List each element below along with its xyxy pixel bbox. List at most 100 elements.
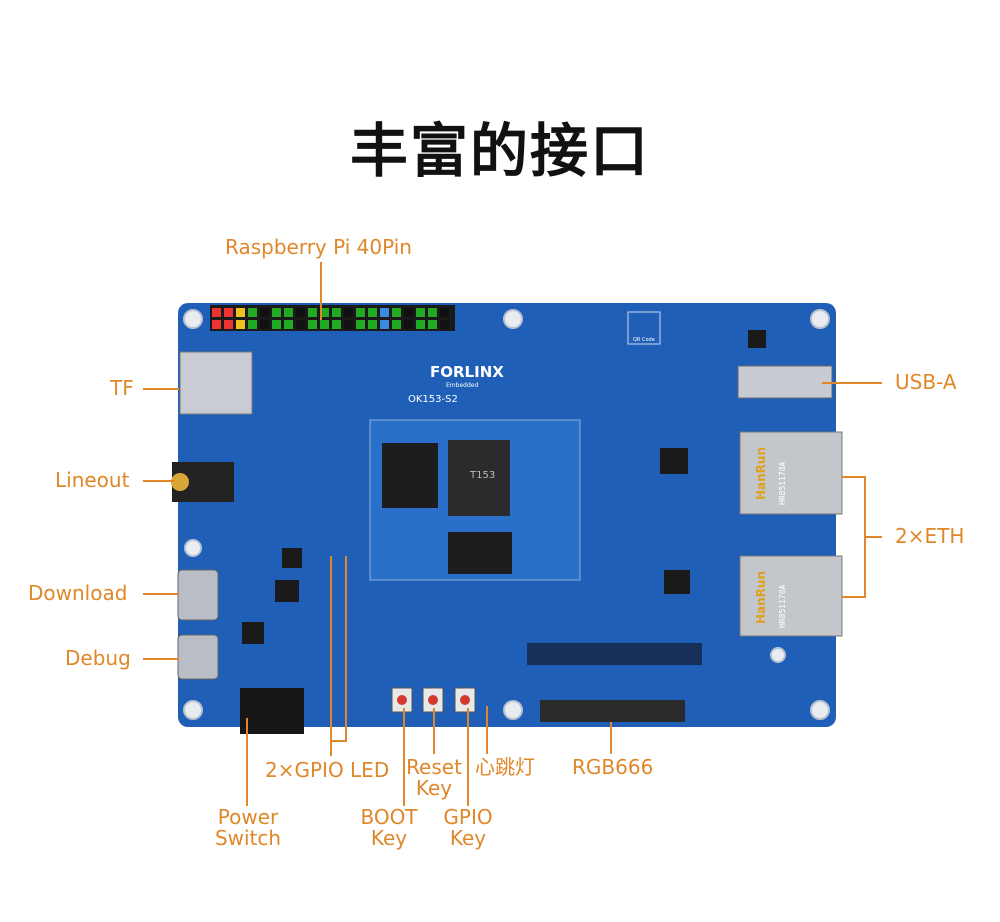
reset-line bbox=[433, 708, 435, 754]
label-tf: TF bbox=[110, 376, 134, 400]
header-pin bbox=[284, 308, 293, 317]
header-pin bbox=[272, 320, 281, 329]
header-pin bbox=[332, 320, 341, 329]
usba-line bbox=[822, 382, 882, 384]
header-pin bbox=[356, 320, 365, 329]
debug-usb-c bbox=[177, 634, 219, 680]
header-pin bbox=[392, 308, 401, 317]
label-line: GPIO bbox=[443, 805, 493, 829]
header-pin bbox=[392, 320, 401, 329]
header-pin bbox=[344, 320, 353, 329]
eth-line-bottom bbox=[842, 596, 866, 598]
label-usb-a: USB-A bbox=[895, 370, 957, 394]
label-download: Download bbox=[28, 581, 128, 605]
header-pin bbox=[404, 320, 413, 329]
header-pin bbox=[368, 320, 377, 329]
eth-line-top bbox=[842, 476, 866, 478]
header-pin bbox=[212, 308, 221, 317]
header-pin bbox=[284, 320, 293, 329]
header-pin bbox=[416, 308, 425, 317]
gpio-led-line-stem bbox=[330, 740, 332, 756]
debug-line bbox=[143, 658, 179, 660]
header-pin bbox=[416, 320, 425, 329]
lcd-header bbox=[527, 643, 702, 665]
header-pin bbox=[320, 308, 329, 317]
jack1-brand: HanRun bbox=[754, 447, 768, 500]
label-heartbeat-led: 心跳灯 bbox=[475, 755, 535, 779]
header-pin bbox=[320, 320, 329, 329]
header-pin bbox=[380, 320, 389, 329]
label-rgb666: RGB666 bbox=[572, 755, 654, 779]
rgb-line bbox=[610, 722, 612, 754]
ram-chip bbox=[382, 443, 438, 508]
eth-jack-2 bbox=[739, 555, 843, 637]
power-line bbox=[246, 718, 248, 806]
header-pin bbox=[236, 320, 245, 329]
eth-line-out bbox=[864, 536, 882, 538]
label-gpio-led: 2×GPIO LED bbox=[265, 758, 390, 782]
label-line: Switch bbox=[214, 826, 282, 850]
header-pin bbox=[248, 320, 257, 329]
gpio-led-line-a bbox=[330, 556, 332, 742]
header-pin bbox=[248, 308, 257, 317]
header-pin bbox=[296, 308, 305, 317]
jack1-model: HR851178A bbox=[778, 461, 787, 505]
gpio-key-line bbox=[467, 708, 469, 806]
lineout-line bbox=[143, 480, 175, 482]
board-brand-sub: Embedded bbox=[446, 382, 478, 389]
header-pin bbox=[212, 320, 221, 329]
jack2-model: HR851178A bbox=[778, 584, 787, 628]
header-pin bbox=[404, 308, 413, 317]
gpio-led-line-join bbox=[330, 740, 347, 742]
label-line: Reset bbox=[406, 755, 462, 779]
small-chips bbox=[242, 330, 766, 644]
header-pin bbox=[308, 320, 317, 329]
header-pin bbox=[356, 308, 365, 317]
board-model: OK153-S2 bbox=[408, 394, 458, 405]
usb-a-port bbox=[737, 365, 833, 399]
header-pin bbox=[224, 308, 233, 317]
label-line: Key bbox=[415, 776, 453, 800]
download-usb-c bbox=[177, 569, 219, 621]
header-pin bbox=[440, 320, 449, 329]
download-line bbox=[143, 593, 179, 595]
tf-line bbox=[143, 388, 179, 390]
header-pin bbox=[428, 320, 437, 329]
label-lineout: Lineout bbox=[55, 468, 130, 492]
header-pin bbox=[308, 308, 317, 317]
header-pin bbox=[224, 320, 233, 329]
label-line: Power bbox=[217, 805, 279, 829]
header-pin bbox=[368, 308, 377, 317]
power-switch bbox=[240, 688, 304, 734]
qr-label: QR Code bbox=[633, 337, 655, 343]
key-caps bbox=[397, 695, 470, 705]
label-line: Key bbox=[449, 826, 487, 850]
label-eth: 2×ETH bbox=[895, 524, 965, 548]
lineout-gold bbox=[171, 473, 189, 491]
header-pin bbox=[344, 308, 353, 317]
header-pin bbox=[296, 320, 305, 329]
board-brand: FORLINX bbox=[430, 363, 504, 381]
label-line: Key bbox=[370, 826, 408, 850]
gpio-led-line-b bbox=[345, 556, 347, 742]
jack2-brand: HanRun bbox=[754, 571, 768, 624]
cpu-chip bbox=[448, 440, 510, 516]
rgb-connector bbox=[540, 700, 685, 722]
tf-slot bbox=[179, 351, 253, 415]
header-pin bbox=[440, 308, 449, 317]
label-line: BOOT bbox=[360, 805, 418, 829]
header-pin bbox=[236, 308, 245, 317]
label-debug: Debug bbox=[65, 646, 131, 670]
header-pin bbox=[428, 308, 437, 317]
boot-line bbox=[403, 708, 405, 806]
mounting-holes bbox=[183, 309, 830, 720]
eth-jack-1 bbox=[739, 431, 843, 515]
rpi-line bbox=[320, 262, 322, 320]
header-pin bbox=[260, 308, 269, 317]
qr-code-area bbox=[627, 311, 661, 345]
